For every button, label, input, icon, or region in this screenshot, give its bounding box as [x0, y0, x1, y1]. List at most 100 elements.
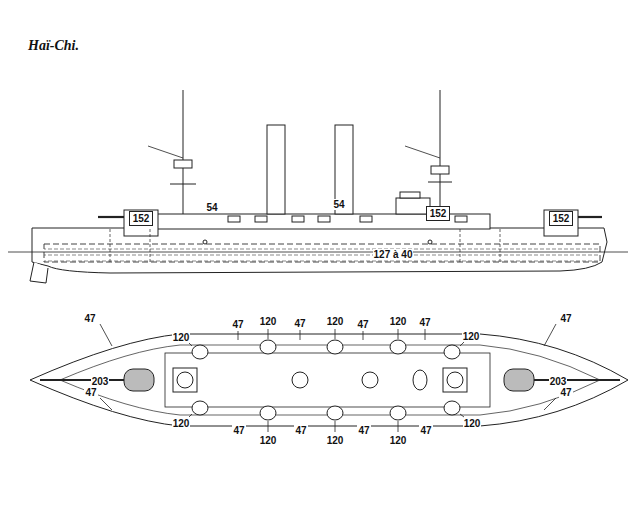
callout-number: 47 [85, 387, 96, 398]
mast-plan [447, 372, 463, 388]
funnel-plan [362, 372, 378, 388]
calibre-label: 120 [259, 435, 278, 446]
porthole [203, 240, 207, 244]
calibre-label: 120 [462, 331, 481, 342]
gun-sponsons [192, 340, 460, 420]
mast [183, 90, 184, 214]
funnel [267, 125, 285, 214]
callout-number: 120 [327, 316, 344, 327]
gun-calibre-box: 152 [426, 206, 451, 221]
callout-number: 47 [560, 387, 571, 398]
calibre-label: 47 [559, 387, 572, 398]
mast-plan [177, 372, 193, 388]
callout-number: 47 [420, 425, 431, 436]
mast-base [173, 368, 197, 392]
crosstree [170, 184, 196, 185]
calibre-label: 47 [84, 387, 97, 398]
calibre-label: 120 [172, 418, 191, 429]
calibre-label: 47 [294, 425, 307, 436]
callout-number: 120 [173, 332, 190, 343]
hull-plan [30, 334, 628, 426]
callout-number: 120 [327, 435, 344, 446]
callout-number: 120 [260, 435, 277, 446]
calibre-label: 120 [172, 332, 191, 343]
calibre-label: 47 [559, 313, 572, 324]
calibre-number: 152 [553, 213, 570, 224]
superstructure-plan [165, 353, 490, 407]
calibre-label: 47 [232, 425, 245, 436]
gun-barrel [578, 216, 602, 218]
callout-number: 120 [260, 316, 277, 327]
gun-barrel [534, 379, 620, 381]
calibre-label: 120 [259, 316, 278, 327]
callout-number: 47 [419, 317, 430, 328]
calibre-label: 120 [389, 316, 408, 327]
vent [413, 370, 427, 390]
calibre-label: 47 [231, 319, 244, 330]
calibre-label: 120 [326, 316, 345, 327]
gaff [148, 146, 183, 158]
callout-number: 47 [560, 313, 571, 324]
calibre-number: 152 [430, 208, 447, 219]
armour-belt [44, 244, 600, 262]
calibre-label: 120 [326, 435, 345, 446]
calibre-label: 120 [389, 435, 408, 446]
gun-barrel [98, 216, 124, 218]
callout-number: 54 [333, 199, 344, 210]
callout-number: 47 [358, 425, 369, 436]
callout-number: 203 [92, 376, 109, 387]
calibre-label: 47 [356, 319, 369, 330]
mast [440, 90, 441, 214]
rudder [30, 262, 48, 283]
calibre-label: 47 [418, 317, 431, 328]
funnel-plan [292, 372, 308, 388]
calibre-label: 47 [419, 425, 432, 436]
calibre-label: 120 [463, 418, 482, 429]
callout-number: 127 à 40 [374, 249, 413, 260]
calibre-number: 152 [133, 213, 150, 224]
ship-title: Haï-Chi. [28, 38, 79, 54]
leader-lines [100, 324, 556, 432]
calibre-label: 47 [357, 425, 370, 436]
callout-number: 47 [294, 318, 305, 329]
calibre-label: 203 [91, 376, 110, 387]
gun-turret [504, 369, 534, 391]
callout-number: 120 [464, 418, 481, 429]
deck-edge [60, 345, 600, 415]
callout-number: 47 [295, 425, 306, 436]
gun-housing [544, 210, 578, 236]
callout-number: 54 [206, 202, 217, 213]
calibre-label: 47 [83, 313, 96, 324]
callout-number: 203 [550, 376, 567, 387]
chart-house [400, 192, 420, 198]
gaff [405, 146, 440, 158]
hull-side [32, 228, 607, 273]
porthole [428, 240, 432, 244]
callout-number: 120 [390, 316, 407, 327]
calibre-label: 127 à 40 [373, 249, 414, 260]
calibre-label: 47 [293, 318, 306, 329]
callout-number: 47 [84, 313, 95, 324]
mast-top [431, 166, 449, 174]
callout-number: 47 [357, 319, 368, 330]
waterline [8, 252, 628, 253]
bulkhead-lines [110, 229, 500, 262]
callout-number: 120 [390, 435, 407, 446]
calibre-label: 54 [332, 199, 345, 210]
gun-turret [124, 369, 154, 391]
callout-number: 120 [173, 418, 190, 429]
callout-number: 47 [233, 425, 244, 436]
gun-housing [124, 210, 158, 236]
calibre-label: 54 [205, 202, 218, 213]
gun-barrel [40, 379, 124, 381]
crosstree [428, 182, 452, 183]
mast-base [443, 368, 467, 392]
gun-calibre-box: 152 [549, 211, 574, 226]
gun-calibre-box: 152 [129, 211, 154, 226]
mast-top [174, 160, 192, 168]
calibre-label: 203 [549, 376, 568, 387]
callout-number: 120 [463, 331, 480, 342]
callout-number: 47 [232, 319, 243, 330]
